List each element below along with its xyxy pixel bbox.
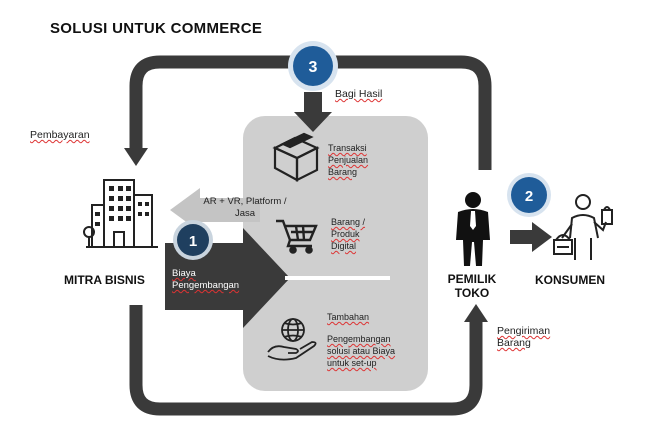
badge-2: 2 — [507, 173, 551, 217]
building-icon — [83, 179, 158, 248]
bagi-hasil-arrowhead — [294, 112, 332, 132]
delivery-arrow-shaft — [510, 230, 534, 244]
bagi-hasil-label: Bagi Hasil — [335, 88, 383, 100]
cart-icon — [276, 219, 318, 254]
pengiriman-arrowhead — [464, 304, 488, 322]
pembayaran-arrowhead — [124, 148, 148, 166]
globe-hand-icon — [267, 318, 317, 361]
pengembangan-label: Pengembangan solusi atau Biaya untuk set… — [327, 334, 396, 368]
delivery-arrowhead — [532, 222, 552, 252]
mitra-bisnis-label: MITRA BISNIS — [64, 273, 145, 287]
pengiriman-label: Pengiriman Barang — [497, 325, 551, 349]
diagram-title: SOLUSI UNTUK COMMERCE — [50, 20, 263, 37]
badge-2-number: 2 — [525, 188, 533, 205]
tambahan-label: Tambahan — [327, 312, 370, 322]
badge-1: 1 — [173, 220, 213, 260]
pembayaran-label: Pembayaran — [30, 129, 90, 141]
ar-vr-label: AR + VR, Platform / Jasa — [203, 196, 287, 219]
businessman-icon — [456, 192, 490, 266]
panel-divider — [285, 276, 390, 280]
biaya-label: Biaya Pengembangan — [172, 268, 240, 291]
badge-1-number: 1 — [189, 233, 197, 250]
barang-produk-label: Barang / Produk Digital — [331, 217, 366, 251]
badge-3: 3 — [288, 41, 338, 91]
box-icon — [272, 132, 320, 182]
bagi-hasil-arrow-shaft — [304, 92, 322, 114]
bottom-flow-arrow — [129, 305, 483, 416]
badge-3-number: 3 — [309, 59, 318, 76]
shopper-icon — [553, 194, 613, 260]
transaksi-label: Transaksi Penjualan Barang — [328, 143, 369, 177]
konsumen-label: KONSUMEN — [535, 273, 606, 287]
pemilik-toko-label: PEMILIK TOKO — [447, 272, 497, 300]
